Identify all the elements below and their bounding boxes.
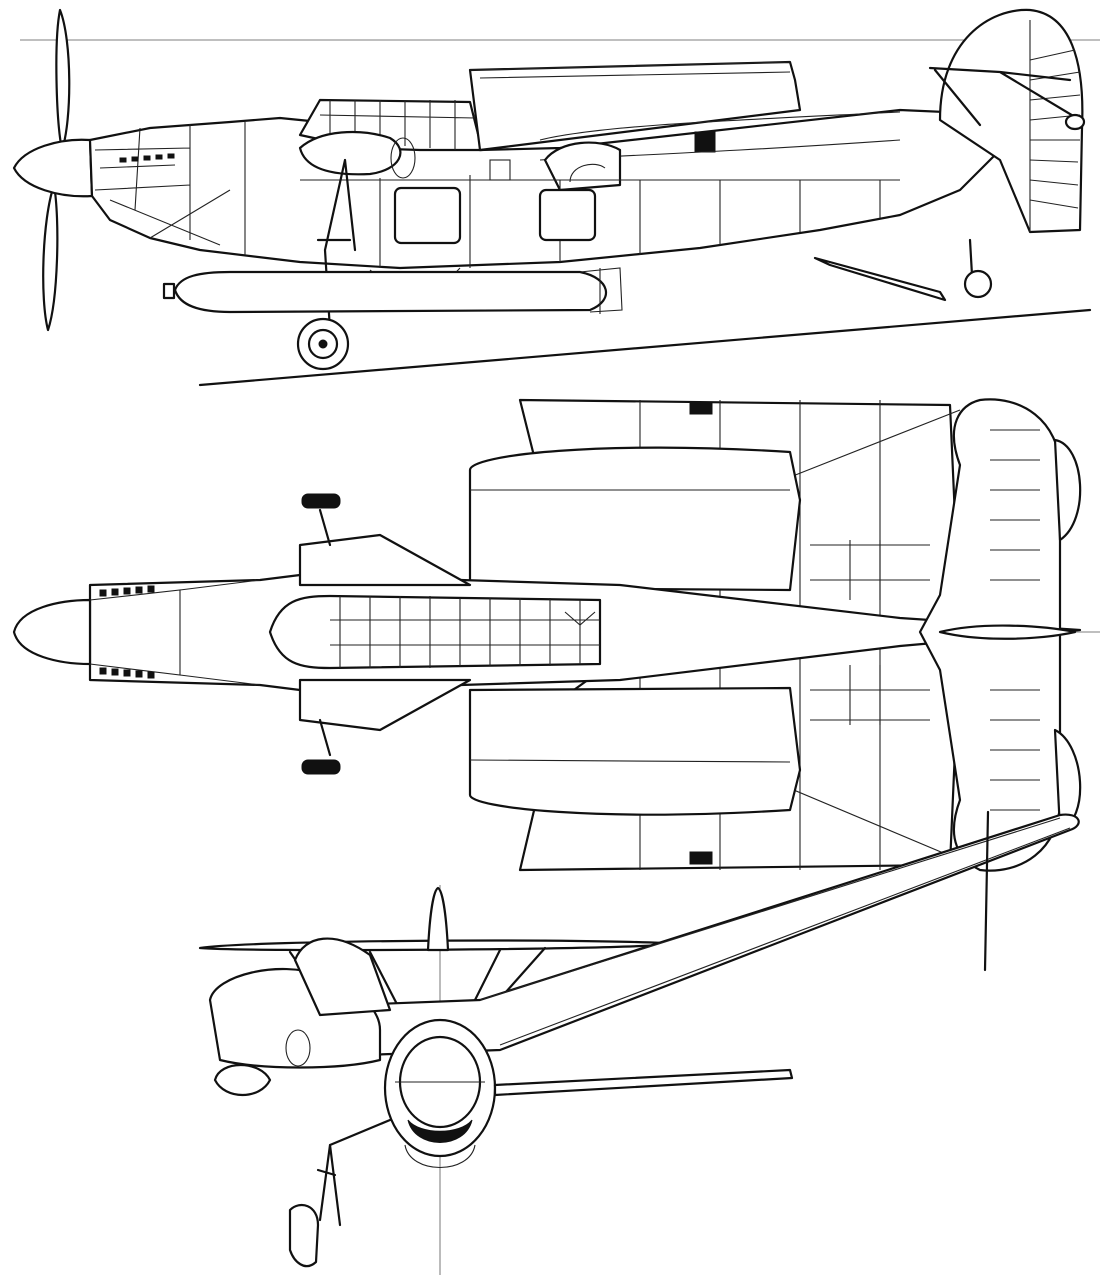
ground-line (198, 308, 1092, 387)
spinner-top (12, 598, 92, 666)
engine-front (383, 1018, 497, 1168)
front-view (198, 810, 1080, 1275)
exhaust-stacks-side (119, 153, 175, 163)
external-store-side (173, 270, 608, 314)
side-view (12, 8, 1100, 387)
propeller-side (42, 8, 71, 332)
main-gear-side (296, 158, 357, 371)
top-view (12, 398, 1100, 872)
spinner-side (12, 138, 94, 198)
tail-fin-side (938, 8, 1084, 234)
